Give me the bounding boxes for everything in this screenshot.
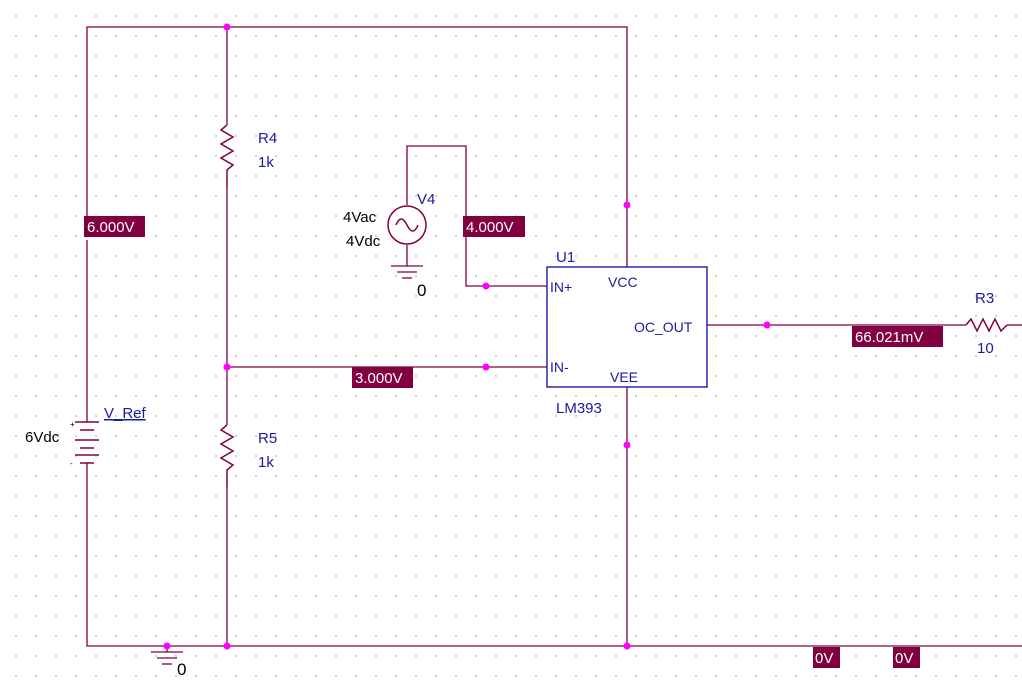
r3-name: R3 xyxy=(975,290,994,307)
u1-pin-vee: VEE xyxy=(610,369,638,385)
svg-text:66.021mV: 66.021mV xyxy=(855,329,923,346)
v4-ac-value: 4Vac xyxy=(343,209,377,226)
u1-part: LM393 xyxy=(556,400,602,417)
svg-text:0V: 0V xyxy=(895,650,913,667)
r5-value: 1k xyxy=(258,454,274,471)
wire-top-rail[interactable] xyxy=(86,26,628,267)
junction-dot xyxy=(482,282,490,290)
svg-text:0V: 0V xyxy=(815,650,833,667)
r4-value: 1k xyxy=(258,154,274,171)
junctions xyxy=(163,23,771,650)
junction-dot xyxy=(223,23,231,31)
voltage-markers: 6.000V 4.000V 3.000V 66.021mV 0V 0V xyxy=(84,216,943,668)
wire-vref-bottom[interactable] xyxy=(86,463,1022,647)
voltage-marker-in-plus[interactable]: 4.000V xyxy=(463,216,525,237)
vref-plus-sign: + xyxy=(70,420,75,429)
voltage-marker-supply[interactable]: 6.000V xyxy=(84,216,145,237)
junction-dot xyxy=(482,363,490,371)
junction-dot xyxy=(223,642,231,650)
vref-name: V_Ref xyxy=(104,405,147,422)
u1-pin-oc-out: OC_OUT xyxy=(634,319,693,335)
wire-v4-to-in-plus[interactable] xyxy=(406,145,547,287)
ground-main[interactable]: 0 xyxy=(151,646,186,679)
resistor-r3[interactable]: R3 10 xyxy=(965,290,1008,357)
r4-name: R4 xyxy=(258,130,277,147)
voltage-marker-ground-a[interactable]: 0V xyxy=(813,647,840,668)
ground-v4-label: 0 xyxy=(417,281,426,300)
junction-dot xyxy=(163,642,171,650)
voltage-marker-ground-b[interactable]: 0V xyxy=(893,647,920,668)
u1-pin-in-minus: IN- xyxy=(550,359,569,375)
resistor-r5[interactable]: R5 1k xyxy=(219,424,277,487)
junction-dot xyxy=(223,363,231,371)
svg-text:3.000V: 3.000V xyxy=(355,370,403,387)
ground-main-label: 0 xyxy=(177,660,186,679)
junction-dot xyxy=(623,201,631,209)
vref-minus-sign: - xyxy=(70,459,73,468)
vref-value: 6Vdc xyxy=(25,429,60,446)
resistor-r3-symbol xyxy=(965,317,1008,333)
resistor-r5-symbol xyxy=(219,424,235,487)
svg-text:6.000V: 6.000V xyxy=(87,219,135,236)
comparator-u1[interactable]: U1 LM393 IN+ IN- VCC VEE OC_OUT xyxy=(546,249,708,417)
resistor-r4[interactable]: R4 1k xyxy=(219,124,277,187)
resistor-r4-symbol xyxy=(219,124,235,187)
source-vref[interactable]: + - V_Ref 6Vdc xyxy=(25,405,147,468)
u1-pin-vcc: VCC xyxy=(608,274,638,290)
u1-pin-in-plus: IN+ xyxy=(550,279,572,295)
v4-dc-value: 4Vdc xyxy=(346,233,381,250)
r3-value: 10 xyxy=(977,340,994,357)
junction-dot xyxy=(623,642,631,650)
source-v4[interactable]: V4 4Vac 4Vdc xyxy=(343,191,435,250)
ground-v4[interactable]: 0 xyxy=(391,265,426,300)
u1-name: U1 xyxy=(556,249,575,266)
svg-text:4.000V: 4.000V xyxy=(466,219,514,236)
voltage-marker-output[interactable]: 66.021mV xyxy=(852,326,943,347)
v4-name: V4 xyxy=(417,191,435,208)
junction-dot xyxy=(763,321,771,329)
r5-name: R5 xyxy=(258,430,277,447)
voltage-marker-in-minus[interactable]: 3.000V xyxy=(352,367,413,388)
wires xyxy=(86,26,1022,647)
sine-wave-icon xyxy=(395,218,419,232)
junction-dot xyxy=(623,441,631,449)
u1-body xyxy=(546,266,708,388)
